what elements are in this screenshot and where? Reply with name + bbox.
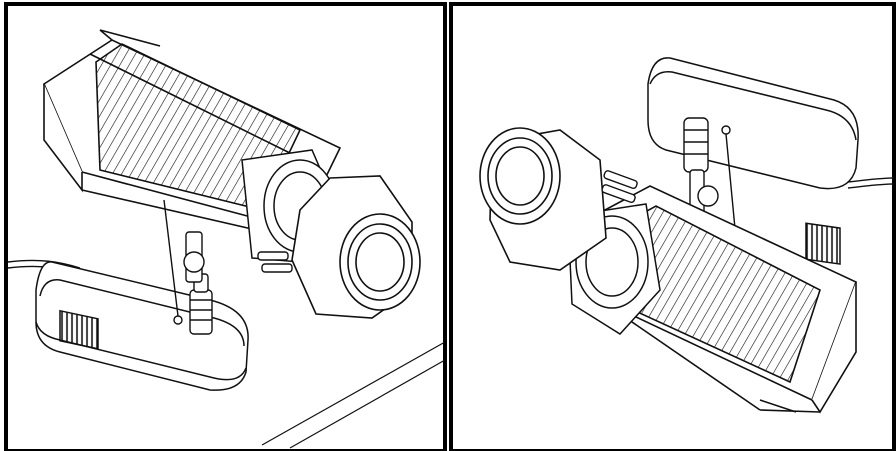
power-cable-right [847, 177, 895, 183]
desk-edge [261, 341, 446, 449]
left-panel [4, 2, 447, 451]
camera-lens-right [479, 127, 607, 271]
desk-mount-base [35, 261, 249, 391]
power-cable [7, 259, 81, 269]
focus-rods-right [601, 170, 638, 204]
camera-lens [291, 175, 421, 319]
vent-grille [59, 309, 99, 350]
mount-stand-right [689, 169, 719, 215]
mount-stand [163, 199, 205, 317]
vent-grille-right [805, 222, 841, 265]
right-panel [449, 2, 896, 451]
focus-rods [257, 251, 293, 273]
camera-body-right [589, 185, 858, 414]
